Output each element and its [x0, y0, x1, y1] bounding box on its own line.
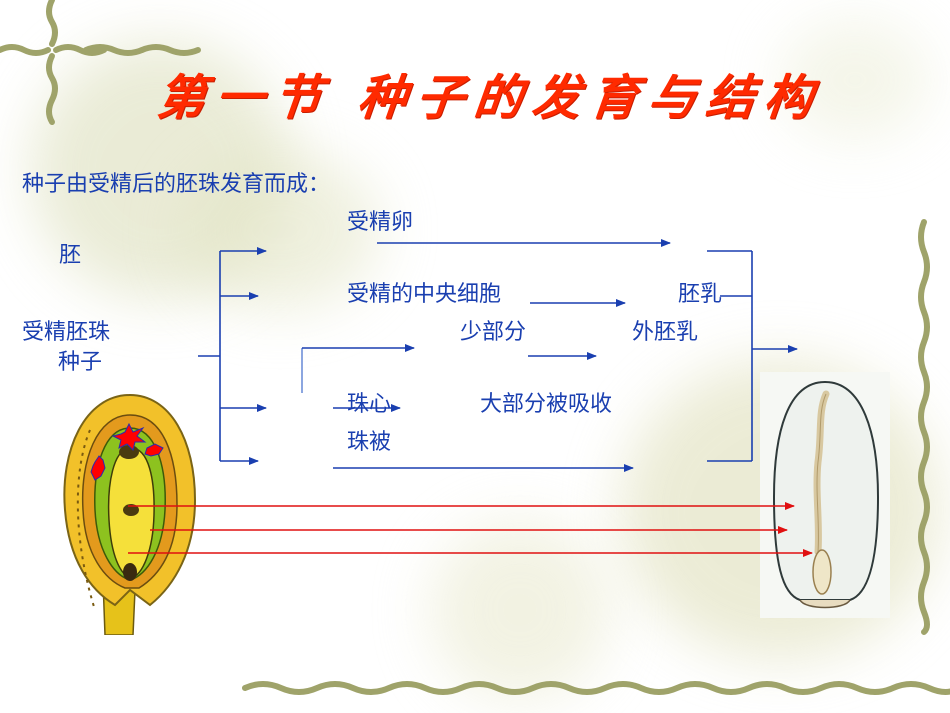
- intro-text: 种子由受精后的胚珠发育而成：: [22, 172, 331, 197]
- label-embryo: 胚: [59, 243, 82, 268]
- label-nucellus: 珠心: [347, 392, 392, 417]
- label-fertilized-ovule: 受精胚珠: [22, 320, 111, 345]
- label-mostly-absorbed: 大部分被吸收: [480, 392, 613, 417]
- label-central-cell: 受精的中央细胞: [347, 282, 502, 307]
- label-seed: 种子: [58, 350, 103, 375]
- label-perisperm: 外胚乳: [632, 320, 699, 345]
- label-small-part: 少部分: [460, 320, 527, 345]
- background-blob: [780, 20, 930, 140]
- label-endosperm: 胚乳: [678, 282, 723, 307]
- background-blob: [430, 520, 610, 700]
- label-integument: 珠被: [347, 430, 392, 455]
- background-blob: [180, 150, 380, 310]
- label-fertilized-egg: 受精卵: [347, 210, 414, 235]
- seed-illustration: [760, 372, 890, 618]
